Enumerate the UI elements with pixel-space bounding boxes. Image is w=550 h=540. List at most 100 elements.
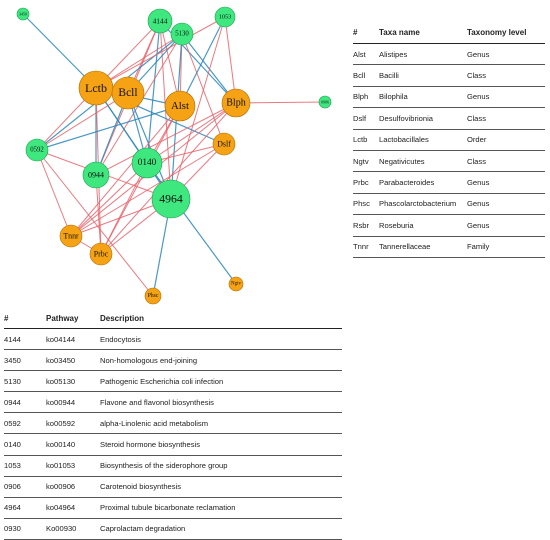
node-dslf: Dslf [212, 132, 236, 156]
node-3450: 3450 [16, 7, 30, 21]
node-label: 0906 [321, 100, 329, 105]
pathway-description-cell: Non-homologous end-joining [100, 349, 342, 372]
taxa-name-cell: Tannerellaceae [379, 236, 467, 258]
pathway-id-cell: 5130 [4, 370, 46, 393]
network-edge [36, 105, 181, 151]
node-circle [25, 138, 49, 162]
node-0906: 0906 [318, 95, 332, 109]
taxa-id-cell: Alst [353, 43, 379, 66]
taxa-name-cell: Parabacteroides [379, 171, 467, 194]
taxa-level-cell: Genus [467, 214, 545, 237]
node-circle [212, 132, 236, 156]
node-circle [170, 22, 194, 46]
pathway-id-cell: 0592 [4, 412, 46, 435]
taxa-level-cell: Genus [467, 43, 545, 66]
taxa-level-cell: Class [467, 64, 545, 87]
taxa-id-cell: Tnnr [353, 236, 379, 258]
taxa-table-header-row: # Taxa name Taxonomy level [353, 26, 545, 44]
node-phsc: Phsc [144, 287, 162, 305]
taxa-level-cell: Genus [467, 193, 545, 216]
taxa-name-cell: Negativicutes [379, 150, 467, 173]
taxa-name-cell: Desulfovibrionia [379, 107, 467, 130]
node-label: 4144 [153, 17, 168, 26]
node-label: 0592 [30, 147, 44, 154]
node-circle [144, 287, 162, 305]
taxa-header-id: # [353, 26, 379, 44]
taxa-level-cell: Genus [467, 171, 545, 194]
network-edge [95, 87, 172, 200]
node-circle [59, 224, 83, 248]
pathway-header-code: Pathway [46, 312, 100, 329]
node-4964: 4964 [151, 179, 191, 219]
pathway-code-cell: ko00592 [46, 412, 100, 435]
pathway-id-cell: 4144 [4, 328, 46, 351]
network-edge [70, 105, 181, 237]
network-edge [100, 162, 148, 255]
pathway-id-cell: 3450 [4, 349, 46, 372]
node-circle [164, 90, 196, 122]
network-edge [100, 102, 237, 255]
node-label: Ngtv [231, 281, 242, 287]
network-edge [95, 102, 237, 176]
node-circle [89, 242, 113, 266]
taxa-id-cell: Phsc [353, 193, 379, 216]
pathway-description-cell: alpha-Linolenic acid metabolism [100, 412, 342, 435]
node-0944: 0944 [82, 161, 110, 189]
network-edge [181, 33, 237, 104]
taxa-name-cell: Alistipes [379, 43, 467, 66]
pathway-id-cell: 0140 [4, 433, 46, 456]
node-label: 3450 [19, 12, 27, 17]
pathway-description-cell: Biosynthesis of the siderophore group [100, 455, 342, 477]
node-tnnr: Tnnr [59, 224, 83, 248]
node-circle [111, 76, 145, 110]
network-edge [22, 13, 97, 89]
taxa-header-level: Taxonomy level [467, 26, 545, 44]
pathway-code-cell: ko00906 [46, 476, 100, 498]
node-label: 1053 [219, 14, 231, 21]
taxa-name-cell: Bacilli [379, 64, 467, 87]
node-bcll: Bcll [111, 76, 145, 110]
taxa-name-cell: Bilophila [379, 86, 467, 109]
network-edge [70, 162, 148, 237]
network-edge [179, 16, 226, 107]
node-5130: 5130 [170, 22, 194, 46]
taxa-id-cell: Bcll [353, 64, 379, 87]
node-circle [147, 8, 173, 34]
pathway-code-cell: ko03450 [46, 349, 100, 372]
network-edge [36, 149, 154, 297]
network-edge [36, 92, 129, 151]
node-0140: 0140 [131, 147, 163, 179]
taxa-level-cell: Order [467, 129, 545, 151]
node-label: 4964 [159, 193, 183, 206]
node-label: 5130 [175, 31, 189, 38]
taxa-id-cell: Dslf [353, 107, 379, 130]
taxa-level-cell: Class [467, 150, 545, 173]
node-4144: 4144 [147, 8, 173, 34]
network-edge [146, 162, 237, 285]
pathway-id-cell: 0930 [4, 518, 46, 540]
pathway-code-cell: ko00944 [46, 391, 100, 414]
node-ngtv: Ngtv [228, 276, 244, 292]
pathway-id-cell: 4964 [4, 497, 46, 519]
network-edge [224, 16, 237, 104]
pathway-description-cell: Caprolactam degradation [100, 518, 342, 540]
pathway-description-cell: Pathogenic Escherichia coli infection [100, 370, 342, 393]
pathway-code-cell: ko01053 [46, 455, 100, 477]
node-lctb: Lctb [78, 70, 114, 106]
network-edge [146, 102, 237, 164]
node-0592: 0592 [25, 138, 49, 162]
node-label: Alst [171, 100, 189, 112]
